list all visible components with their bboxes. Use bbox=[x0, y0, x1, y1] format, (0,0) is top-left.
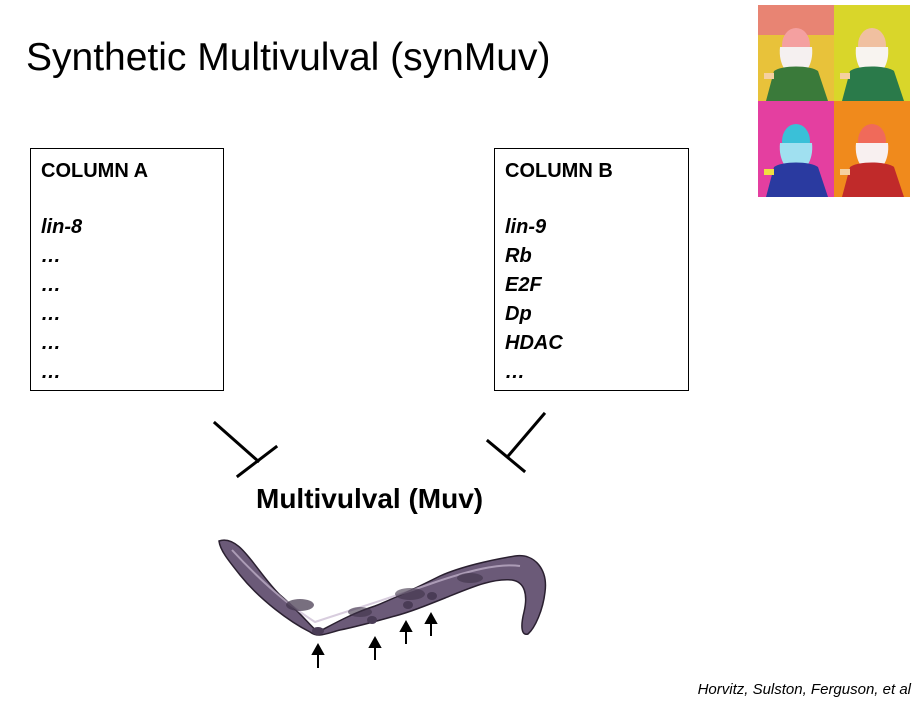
list-item: … bbox=[41, 332, 61, 354]
list-item: … bbox=[41, 303, 61, 325]
inhibition-arrow-right bbox=[485, 411, 547, 474]
column-b-box: COLUMN B lin-9 Rb E2F Dp HDAC … bbox=[494, 148, 689, 391]
column-a-box: COLUMN A lin-8 … … … … … bbox=[30, 148, 224, 391]
arrow-up-icon bbox=[368, 635, 382, 660]
list-item: … bbox=[41, 274, 61, 296]
inhibition-arrow-left bbox=[212, 420, 279, 479]
list-item: … bbox=[41, 245, 61, 267]
column-b-list: lin-9 Rb E2F Dp HDAC … bbox=[505, 213, 563, 387]
list-item: … bbox=[505, 361, 525, 383]
worm-image bbox=[218, 539, 547, 636]
list-item: lin-8 bbox=[41, 216, 83, 238]
arrow-up-icon bbox=[424, 611, 438, 636]
list-item: Rb bbox=[505, 245, 532, 267]
column-a-heading: COLUMN A bbox=[41, 160, 149, 182]
list-item: E2F bbox=[505, 274, 542, 296]
list-item: … bbox=[41, 361, 61, 383]
pop-art-portrait-image bbox=[758, 5, 910, 197]
column-a-list: lin-8 … … … … … bbox=[41, 213, 82, 387]
multivulval-label: Multivulval (Muv) bbox=[256, 483, 484, 514]
portrait-panel bbox=[758, 5, 834, 101]
list-item: lin-9 bbox=[505, 216, 547, 238]
slide-title: Synthetic Multivulval (synMuv) bbox=[26, 36, 551, 79]
vulva-arrows bbox=[311, 611, 438, 668]
citation: Horvitz, Sulston, Ferguson, et al bbox=[697, 681, 911, 698]
portrait-panel bbox=[834, 5, 910, 101]
portrait-panel bbox=[758, 101, 834, 197]
list-item: HDAC bbox=[505, 332, 563, 354]
arrow-up-icon bbox=[399, 619, 413, 644]
column-b-heading: COLUMN B bbox=[505, 160, 613, 182]
arrow-up-icon bbox=[311, 642, 325, 668]
portrait-panel bbox=[834, 101, 910, 197]
list-item: Dp bbox=[505, 303, 532, 325]
